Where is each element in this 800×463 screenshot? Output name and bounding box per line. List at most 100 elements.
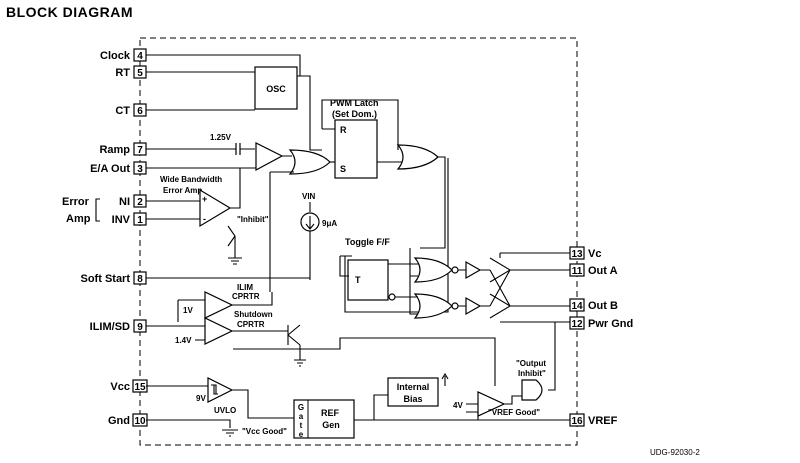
svg-text:OSC: OSC — [266, 84, 286, 94]
vin-current-source: VIN 9μA — [300, 192, 337, 280]
svg-text:Gen: Gen — [322, 420, 340, 430]
pin-vc: 13 Vc — [569, 246, 601, 260]
svg-text:-: - — [203, 214, 206, 224]
svg-text:1.4V: 1.4V — [175, 336, 192, 345]
pin-number: 7 — [137, 145, 143, 156]
svg-text:9V: 9V — [196, 394, 206, 403]
pin-number: 6 — [137, 106, 143, 117]
pin-label: Soft Start — [81, 273, 131, 285]
pin-label: VREF — [588, 415, 618, 427]
svg-text:G: G — [298, 403, 304, 412]
ilim-wires — [177, 292, 273, 322]
or-output-wires — [377, 156, 446, 249]
pin-number: 12 — [571, 319, 583, 330]
uvlo-comparator: 9V UVLO — [196, 377, 236, 415]
osc-wires — [146, 54, 301, 111]
buffer-a — [465, 260, 482, 280]
pin-ct: CT 6 — [115, 103, 147, 117]
pin-label: RT — [115, 67, 130, 79]
pin-label: Ramp — [99, 144, 130, 156]
svg-text:"Inhibit": "Inhibit" — [237, 215, 269, 224]
or-gate-set — [288, 149, 331, 175]
svg-text:Error: Error — [62, 196, 90, 208]
pin-number: 16 — [571, 416, 583, 427]
svg-text:Inhibit": Inhibit" — [518, 369, 546, 378]
svg-text:Wide Bandwidth: Wide Bandwidth — [160, 175, 222, 184]
pin-label: Vcc — [110, 381, 130, 393]
inhibit-transistor: "Inhibit" — [227, 215, 269, 265]
pin-out-a: 11 Out A — [569, 263, 618, 277]
output-inhibit-wire — [233, 337, 496, 386]
inhibit-to-or-wire — [269, 171, 294, 292]
svg-text:Internal: Internal — [397, 382, 430, 392]
pin-number: 13 — [571, 249, 583, 260]
pin-label: Clock — [100, 50, 131, 62]
svg-text:(Set Dom.): (Set Dom.) — [332, 109, 377, 119]
pin-number: 10 — [134, 416, 146, 427]
pin-vcc: Vcc 15 — [110, 379, 148, 393]
pin-label: CT — [115, 105, 130, 117]
pin-vref: 16 VREF — [569, 413, 618, 427]
vref-good-wires — [466, 395, 522, 420]
osc-out-wire — [297, 75, 322, 151]
pin-number: 14 — [571, 301, 583, 312]
output-inhibit-gate: "Output Inhibit" — [516, 359, 546, 401]
pin-label: Out B — [588, 300, 618, 312]
pin-label: INV — [112, 214, 131, 226]
svg-text:Error Amp: Error Amp — [163, 186, 202, 195]
pwm-comp-wires — [146, 155, 292, 169]
pin-ni: NI 2 — [119, 194, 147, 208]
nor-gate-a — [413, 257, 453, 283]
pin-label: NI — [119, 196, 130, 208]
svg-text:R: R — [340, 125, 347, 135]
nor-gate-b — [413, 293, 453, 319]
svg-text:e: e — [299, 430, 304, 439]
svg-text:Shutdown: Shutdown — [234, 310, 273, 319]
svg-text:PWM Latch: PWM Latch — [330, 98, 379, 108]
pin-label: Vc — [588, 248, 601, 260]
svg-text:t: t — [300, 421, 303, 430]
ground-symbol — [228, 246, 242, 265]
svg-text:Toggle F/F: Toggle F/F — [345, 237, 390, 247]
svg-text:ILIM: ILIM — [237, 283, 253, 292]
shutdown-comparator: Shutdown CPRTR 1.4V — [175, 310, 273, 345]
pin-number: 11 — [572, 266, 583, 277]
part-code: UDG-92030-2 — [650, 448, 700, 457]
pin-label: E/A Out — [90, 163, 130, 175]
svg-text:1V: 1V — [183, 306, 193, 315]
offset-source-symbol — [235, 143, 241, 155]
toggle-flip-flop: Toggle F/F T — [339, 237, 390, 301]
svg-text:T: T — [355, 275, 361, 285]
shutdown-transistor — [287, 324, 306, 367]
pin-number: 8 — [137, 274, 143, 285]
pin-ea-out: E/A Out 3 — [90, 161, 147, 175]
svg-text:CPRTR: CPRTR — [237, 320, 265, 329]
oscillator-block: OSC — [254, 66, 298, 110]
pin-number: 4 — [137, 51, 143, 62]
latch-r-wire — [321, 99, 399, 150]
svg-text:a: a — [299, 412, 304, 421]
error-amplifier: Wide Bandwidth Error Amp + - — [160, 175, 232, 228]
pin-label: Pwr Gnd — [588, 318, 633, 330]
ref-gen-block: G a t e REF Gen — [293, 399, 355, 439]
pin-number: 1 — [137, 215, 143, 226]
svg-text:UVLO: UVLO — [214, 406, 236, 415]
pin-pwr-gnd: 12 Pwr Gnd — [569, 316, 633, 330]
svg-text:Amp: Amp — [66, 213, 91, 225]
pwm-comparator — [255, 142, 284, 172]
pin-ilim-sd: ILIM/SD 9 — [90, 319, 147, 333]
pin-rt: RT 5 — [115, 65, 147, 79]
svg-text:+: + — [202, 194, 207, 204]
chip-boundary — [139, 37, 578, 446]
svg-text:CPRTR: CPRTR — [232, 292, 260, 301]
svg-text:S: S — [340, 164, 346, 174]
inhibit-to-pwr-wire — [548, 322, 556, 391]
svg-text:"Output: "Output — [516, 359, 546, 368]
pin-clock: Clock 4 — [100, 48, 147, 62]
nor-inputs — [388, 248, 418, 315]
buffer-inputs — [458, 269, 466, 307]
pin-number: 15 — [134, 382, 146, 393]
pin-soft-start: Soft Start 8 — [81, 271, 147, 285]
diagram-title: BLOCK DIAGRAM — [6, 4, 134, 20]
shutdown-wires — [146, 325, 288, 341]
